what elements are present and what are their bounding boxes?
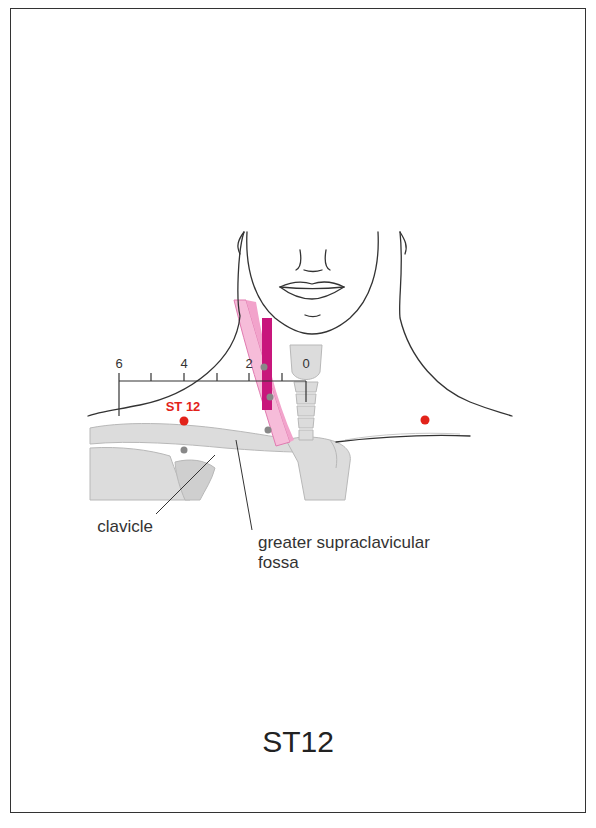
sternocleidomastoid: [234, 300, 290, 446]
point-label: ST 12: [166, 400, 201, 415]
cun-ruler: [119, 373, 306, 416]
acupoint-dot: [421, 416, 430, 425]
body-outline: [88, 232, 512, 442]
point-title: ST12: [262, 725, 334, 760]
part-label: clavicle: [97, 517, 153, 537]
leader-lines: [156, 440, 252, 530]
sternal-head: [246, 300, 294, 442]
acupoint-dot: [180, 417, 189, 426]
frame: [11, 9, 586, 813]
part-label: greater supraclavicular fossa: [258, 533, 468, 572]
skeleton: [90, 345, 350, 500]
ruler-number: 0: [302, 357, 309, 372]
ruler-number: 6: [115, 357, 122, 372]
ruler-number: 4: [180, 357, 187, 372]
ruler-number: 2: [245, 357, 252, 372]
